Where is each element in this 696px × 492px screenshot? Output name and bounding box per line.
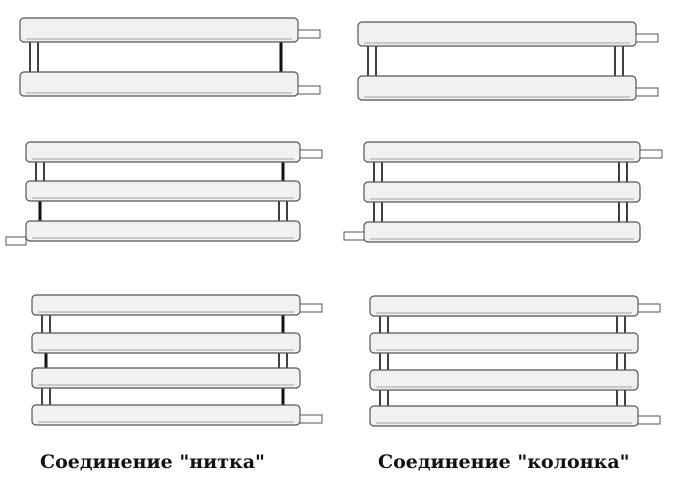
column-jumper [29,39,39,75]
radiator-pipe [19,71,299,97]
column-jumper [367,43,377,79]
column-jumper [41,385,51,408]
radiator-pipe [25,220,301,242]
radiator-column-3-pipes [343,141,663,243]
pipe-connector [639,149,663,159]
pipe-connector [637,415,661,425]
column-jumper [379,350,389,373]
column-jumper [618,159,628,185]
radiator-pipe [25,180,301,202]
column-jumper [616,387,626,409]
pipe-connector [299,149,323,159]
column-jumper [35,159,45,184]
column-jumper [41,312,51,336]
radiator-pipe [363,181,641,203]
pipe-connector [299,303,323,313]
radiator-serial-4-pipes [31,294,323,426]
column-jumper [373,199,383,225]
column-jumper [616,350,626,373]
pipe-connector [297,29,321,39]
pipe-connector [637,303,661,313]
radiator-pipe [31,367,301,389]
column-jumper [379,313,389,336]
column-jumper [379,387,389,409]
pipe-connector [343,231,365,241]
radiator-column-4-pipes [369,295,661,427]
radiator-serial-2-pipes [19,17,321,97]
pipe-connector [5,236,27,246]
caption-serial-connection: Соединение "нитка" [40,451,265,473]
column-jumper [278,198,288,224]
pipe-connector [297,85,321,95]
radiator-column-2-pipes [357,21,659,101]
pipe-connector [635,87,659,97]
radiator-serial-3-pipes [5,141,323,246]
column-jumper [616,313,626,336]
radiator-pipe [369,369,639,391]
column-jumper [373,159,383,185]
column-jumper [618,199,628,225]
pipe-connector [299,414,323,424]
radiator-pipe [31,332,301,354]
pipe-connector [635,33,659,43]
column-jumper [614,43,624,79]
caption-column-connection: Соединение "колонка" [378,451,630,473]
column-jumper [278,350,288,371]
radiator-pipe [369,332,639,354]
